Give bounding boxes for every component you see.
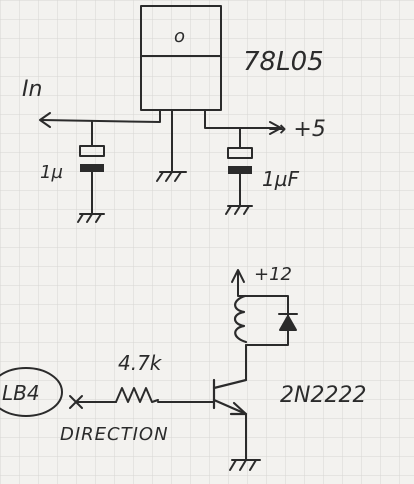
flyback-diode [278, 307, 298, 337]
signal-label: DIRECTION [60, 424, 169, 445]
input-cap-label: 1µ [40, 162, 63, 183]
output-wire [204, 109, 279, 129]
emitter-ground-symbol [229, 459, 261, 471]
supply-label: +12 [254, 264, 292, 285]
output-cap-label: 1µF [262, 167, 299, 191]
relay-coil [233, 294, 248, 344]
regulator-section: o 78L05 In → +5 1µ [22, 5, 326, 223]
regulator-78l05: o [140, 5, 222, 111]
input-label: In [22, 77, 42, 102]
output-cap-ground-symbol [225, 205, 253, 215]
input-capacitor [79, 145, 105, 172]
regulator-part-label: 78L05 [243, 47, 324, 77]
input-cap-ground-symbol [77, 213, 105, 223]
input-wire [41, 109, 161, 123]
signal-input-mark [69, 395, 83, 409]
pin-label-circle [0, 367, 63, 417]
transistor-label: 2N2222 [280, 383, 366, 408]
base-resistor [115, 387, 159, 403]
regulator-ground-symbol [156, 171, 187, 182]
output-arrow [269, 121, 282, 135]
output-label: → +5 [268, 117, 326, 142]
driver-section: +12 2N2222 [0, 264, 366, 471]
pin-label: LB4 [2, 381, 40, 405]
supply-arrow [231, 269, 245, 283]
resistor-label: 4.7k [118, 351, 163, 375]
input-arrow [39, 112, 51, 128]
regulator-pin-mark: o [174, 26, 185, 47]
output-capacitor [227, 147, 253, 174]
